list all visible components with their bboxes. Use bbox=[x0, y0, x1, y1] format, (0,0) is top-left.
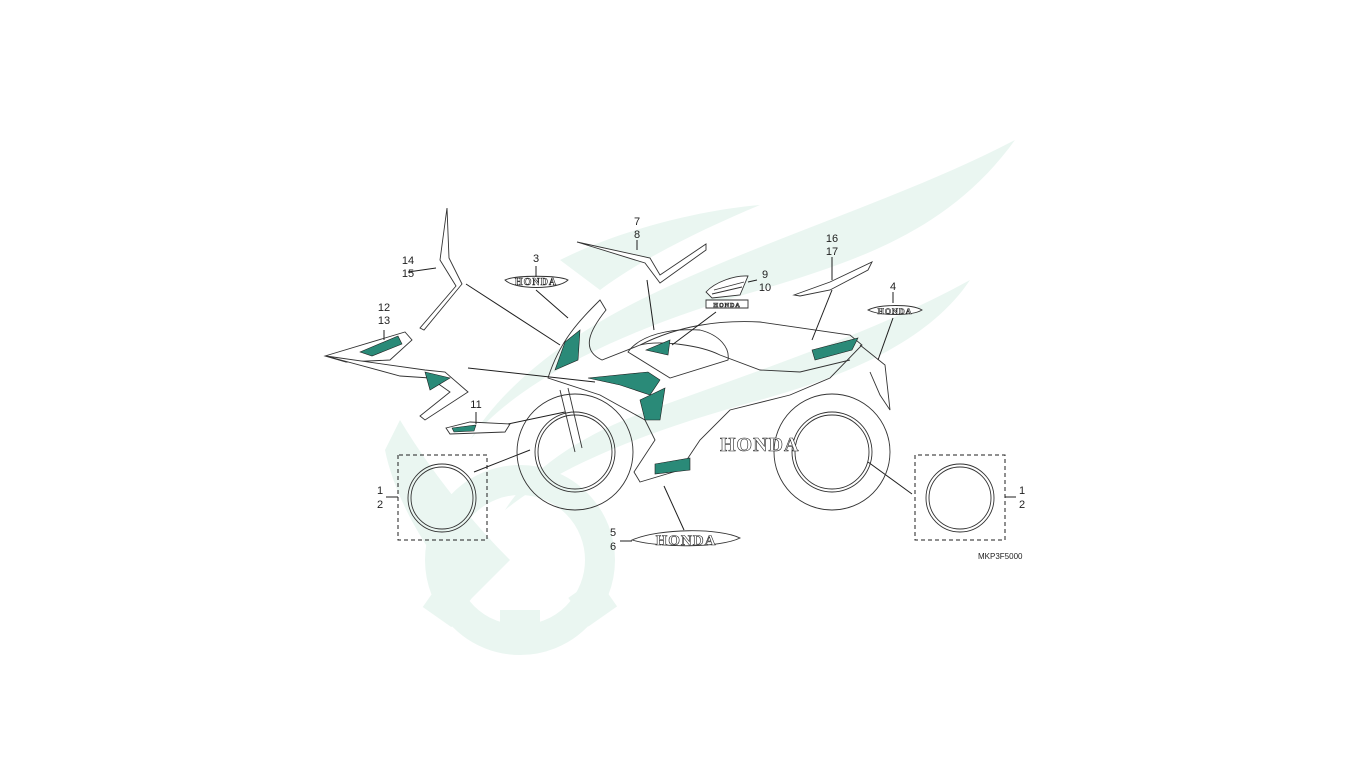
wing-watermark bbox=[385, 140, 1015, 655]
callout-8: 8 bbox=[634, 229, 640, 241]
svg-text:HONDA: HONDA bbox=[878, 307, 913, 316]
decal-tank-emblem: HONDA bbox=[504, 275, 569, 319]
callout-5: 5 bbox=[610, 527, 616, 539]
decal-model-badge bbox=[445, 411, 566, 435]
callout-10: 10 bbox=[759, 282, 771, 294]
callout-13: 13 bbox=[378, 315, 390, 327]
callout-1-left: 1 bbox=[377, 485, 383, 497]
callout-15: 15 bbox=[402, 268, 414, 280]
decal-tail-emblem: HONDA bbox=[866, 305, 923, 361]
callout-9: 9 bbox=[762, 269, 768, 281]
callout-2-left: 2 bbox=[377, 499, 383, 511]
callout-labels: 1 2 1 2 3 4 5 6 7 8 9 10 11 12 13 14 15 … bbox=[377, 216, 1025, 553]
callout-leaders bbox=[383, 240, 1016, 542]
callout-11: 11 bbox=[470, 399, 481, 411]
callout-17: 17 bbox=[826, 246, 838, 258]
decal-tail-strip bbox=[419, 207, 561, 346]
callout-6: 6 bbox=[610, 541, 616, 553]
callout-12: 12 bbox=[378, 302, 390, 314]
wheel-stripe-left bbox=[397, 449, 531, 541]
side-wordmark: HONDA bbox=[720, 434, 799, 456]
callout-4: 4 bbox=[890, 281, 896, 293]
wheel-stripe-right bbox=[867, 454, 1006, 541]
callout-1-right: 1 bbox=[1019, 485, 1025, 497]
callout-16: 16 bbox=[826, 233, 838, 245]
callout-14: 14 bbox=[402, 255, 414, 267]
decal-wing-emblem: HONDA bbox=[671, 275, 749, 346]
callout-2-right: 2 bbox=[1019, 499, 1025, 511]
decal-lower-emblem: HONDA bbox=[630, 485, 742, 549]
callout-3: 3 bbox=[533, 253, 539, 265]
svg-text:HONDA: HONDA bbox=[515, 277, 557, 288]
motorcycle-body: HONDA bbox=[516, 299, 891, 511]
decal-side-stripe bbox=[323, 331, 596, 421]
diagram-code: MKP3F5000 bbox=[978, 552, 1023, 561]
svg-text:HONDA: HONDA bbox=[656, 533, 717, 549]
decal-v-stripe bbox=[576, 241, 707, 331]
callout-7: 7 bbox=[634, 216, 640, 228]
decal-rear-cowl bbox=[792, 261, 873, 341]
svg-text:HONDA: HONDA bbox=[713, 303, 740, 309]
